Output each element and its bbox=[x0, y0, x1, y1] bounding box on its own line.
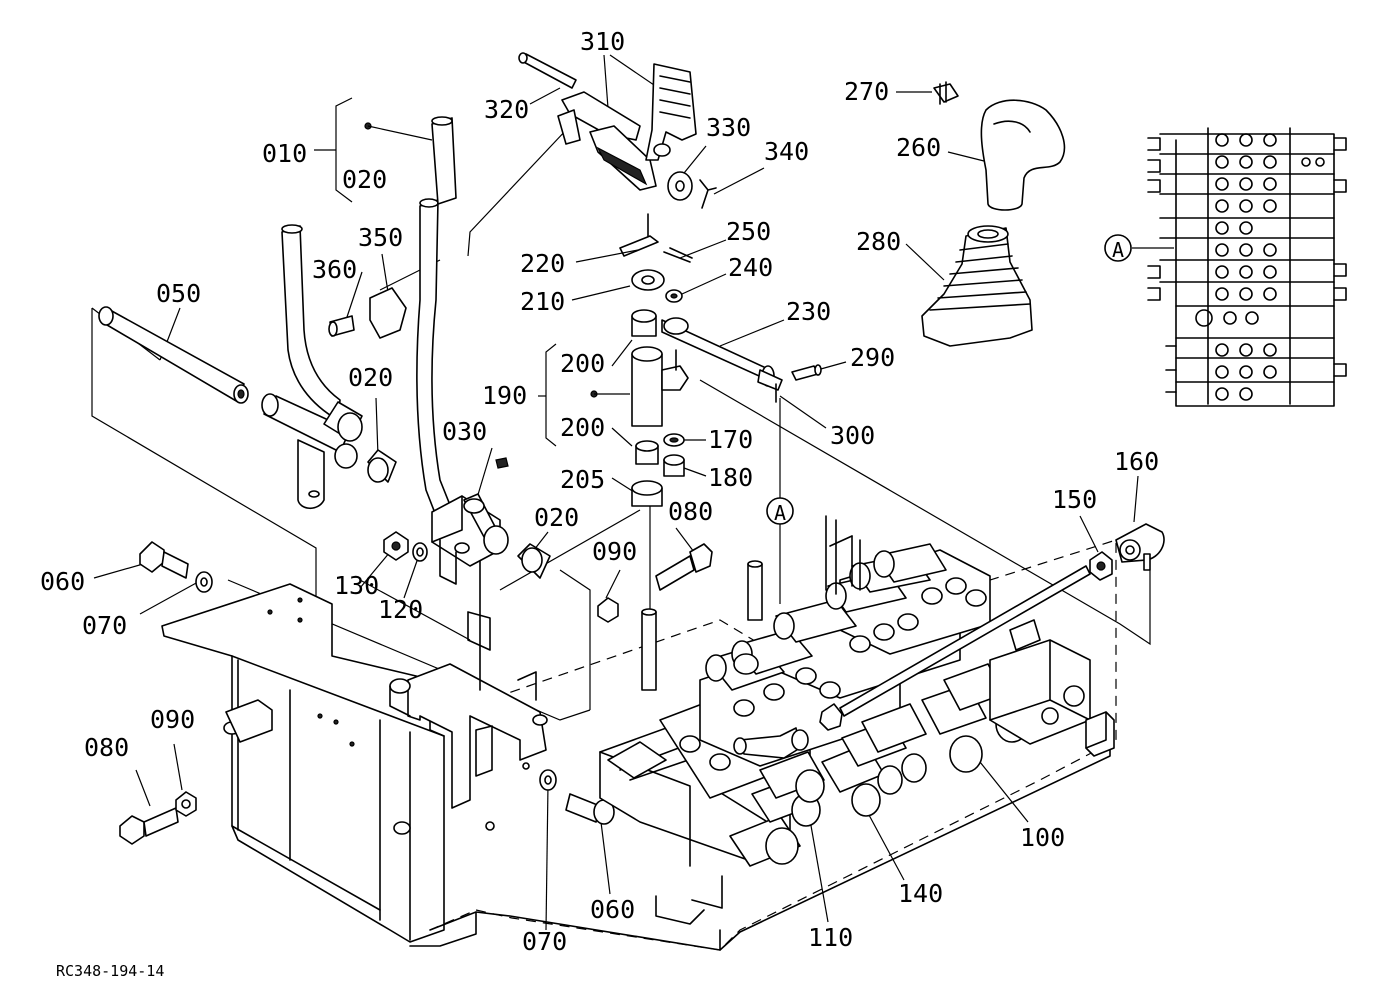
callout-circle-inset bbox=[1104, 234, 1132, 262]
part-label-050: 050 bbox=[156, 279, 201, 308]
pivot-column bbox=[619, 213, 822, 691]
part-label-180: 180 bbox=[708, 463, 753, 492]
callout-a-markers: A A bbox=[766, 234, 1132, 525]
top-link-assembly bbox=[518, 52, 717, 209]
part-label-130: 130 bbox=[334, 571, 379, 600]
part-label-110: 110 bbox=[808, 923, 853, 952]
bolts-left bbox=[119, 541, 713, 845]
part-label-360: 360 bbox=[312, 255, 357, 284]
part-label-230: 230 bbox=[786, 297, 831, 326]
knob-and-boot bbox=[921, 81, 1066, 347]
part-label-240: 240 bbox=[728, 253, 773, 282]
part-label-030: 030 bbox=[442, 417, 487, 446]
part-label-320: 320 bbox=[484, 95, 529, 124]
part-label-020: 020 bbox=[342, 165, 387, 194]
part-label-060: 060 bbox=[590, 895, 635, 924]
part-label-220: 220 bbox=[520, 249, 565, 278]
part-label-090: 090 bbox=[592, 537, 637, 566]
part-label-070: 070 bbox=[522, 927, 567, 956]
control-valve bbox=[599, 515, 1165, 867]
part-label-070: 070 bbox=[82, 611, 127, 640]
part-label-080: 080 bbox=[84, 733, 129, 762]
drawing-code: RC348-194-14 bbox=[56, 962, 164, 980]
part-label-350: 350 bbox=[358, 223, 403, 252]
part-label-260: 260 bbox=[896, 133, 941, 162]
part-label-150: 150 bbox=[1052, 485, 1097, 514]
part-label-140: 140 bbox=[898, 879, 943, 908]
callout-letter-main: A bbox=[774, 501, 786, 525]
part-number-labels: 010 020 020 020 030 050 060 060 070 070 … bbox=[40, 27, 1159, 956]
part-label-120: 120 bbox=[378, 595, 423, 624]
part-label-250: 250 bbox=[726, 217, 771, 246]
part-label-020: 020 bbox=[534, 503, 579, 532]
part-label-300: 300 bbox=[830, 421, 875, 450]
part-label-310: 310 bbox=[580, 27, 625, 56]
part-label-170: 170 bbox=[708, 425, 753, 454]
lever-assembly bbox=[98, 116, 551, 585]
part-label-270: 270 bbox=[844, 77, 889, 106]
part-label-020: 020 bbox=[348, 363, 393, 392]
part-label-330: 330 bbox=[706, 113, 751, 142]
part-label-100: 100 bbox=[1020, 823, 1065, 852]
callout-letter-inset: A bbox=[1112, 238, 1124, 262]
base-frame bbox=[161, 539, 1117, 951]
part-label-210: 210 bbox=[520, 287, 565, 316]
callout-circle-main bbox=[766, 497, 794, 525]
part-label-080: 080 bbox=[668, 497, 713, 526]
part-label-010: 010 bbox=[262, 139, 307, 168]
part-label-200: 200 bbox=[560, 349, 605, 378]
part-label-280: 280 bbox=[856, 227, 901, 256]
part-label-290: 290 bbox=[850, 343, 895, 372]
part-label-160: 160 bbox=[1114, 447, 1159, 476]
part-label-205: 205 bbox=[560, 465, 605, 494]
part-label-190: 190 bbox=[482, 381, 527, 410]
part-label-340: 340 bbox=[764, 137, 809, 166]
part-label-060: 060 bbox=[40, 567, 85, 596]
part-label-200: 200 bbox=[560, 413, 605, 442]
valve-inset bbox=[1147, 127, 1347, 407]
part-label-090: 090 bbox=[150, 705, 195, 734]
